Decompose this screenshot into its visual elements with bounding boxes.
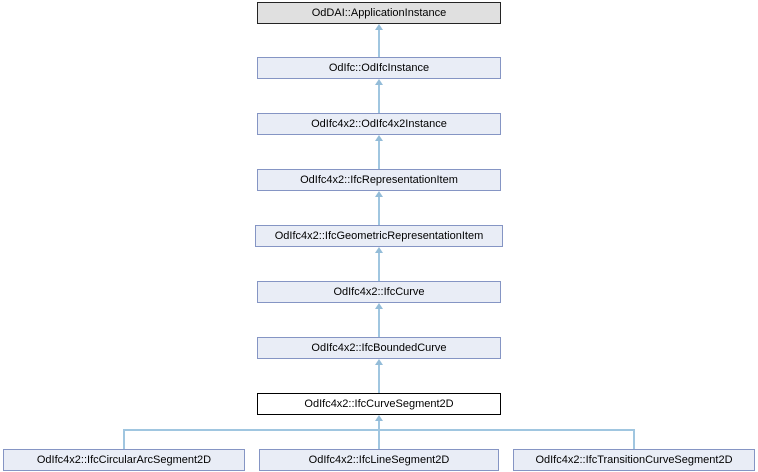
- node-odifc4x2-ifccirculararcsegment2d[interactable]: OdIfc4x2::IfcCircularArcSegment2D: [3, 449, 245, 471]
- node-odifc4x2-ifcgeometricrepresentationitem[interactable]: OdIfc4x2::IfcGeometricRepresentationItem: [255, 225, 503, 247]
- connector-line: [378, 30, 380, 57]
- connector-line: [378, 309, 380, 337]
- inheritance-arrow-icon: [375, 135, 383, 141]
- connector-stub-middle: [378, 429, 380, 449]
- inheritance-arrow-icon: [375, 359, 383, 365]
- node-odifc4x2-ifccurvesegment2d: OdIfc4x2::IfcCurveSegment2D: [257, 393, 501, 415]
- connector-line: [378, 421, 380, 431]
- node-odifc4x2-ifclinesegment2d[interactable]: OdIfc4x2::IfcLineSegment2D: [259, 449, 499, 471]
- inheritance-arrow-icon: [375, 79, 383, 85]
- connector-line: [378, 85, 380, 113]
- node-odifc4x2-ifcboundedcurve[interactable]: OdIfc4x2::IfcBoundedCurve: [257, 337, 501, 359]
- inheritance-arrow-icon: [375, 247, 383, 253]
- inheritance-arrow-icon: [375, 303, 383, 309]
- connector-stub-left: [123, 429, 125, 449]
- node-odifc-odifcinstance[interactable]: OdIfc::OdIfcInstance: [257, 57, 501, 79]
- inheritance-arrow-icon: [375, 415, 383, 421]
- node-odifc4x2-odifc4x2instance[interactable]: OdIfc4x2::OdIfc4x2Instance: [257, 113, 501, 135]
- connector-line: [378, 141, 380, 169]
- node-odifc4x2-ifcrepresentationitem[interactable]: OdIfc4x2::IfcRepresentationItem: [257, 169, 501, 191]
- connector-line: [378, 253, 380, 281]
- inheritance-arrow-icon: [375, 191, 383, 197]
- connector-stub-right: [633, 429, 635, 449]
- node-odifc4x2-ifccurve[interactable]: OdIfc4x2::IfcCurve: [257, 281, 501, 303]
- node-odifc4x2-ifctransitioncurvesegment2d[interactable]: OdIfc4x2::IfcTransitionCurveSegment2D: [513, 449, 755, 471]
- connector-line: [378, 197, 380, 225]
- connector-line: [378, 365, 380, 393]
- node-oddai-applicationinstance: OdDAI::ApplicationInstance: [257, 2, 501, 24]
- inheritance-arrow-icon: [375, 24, 383, 30]
